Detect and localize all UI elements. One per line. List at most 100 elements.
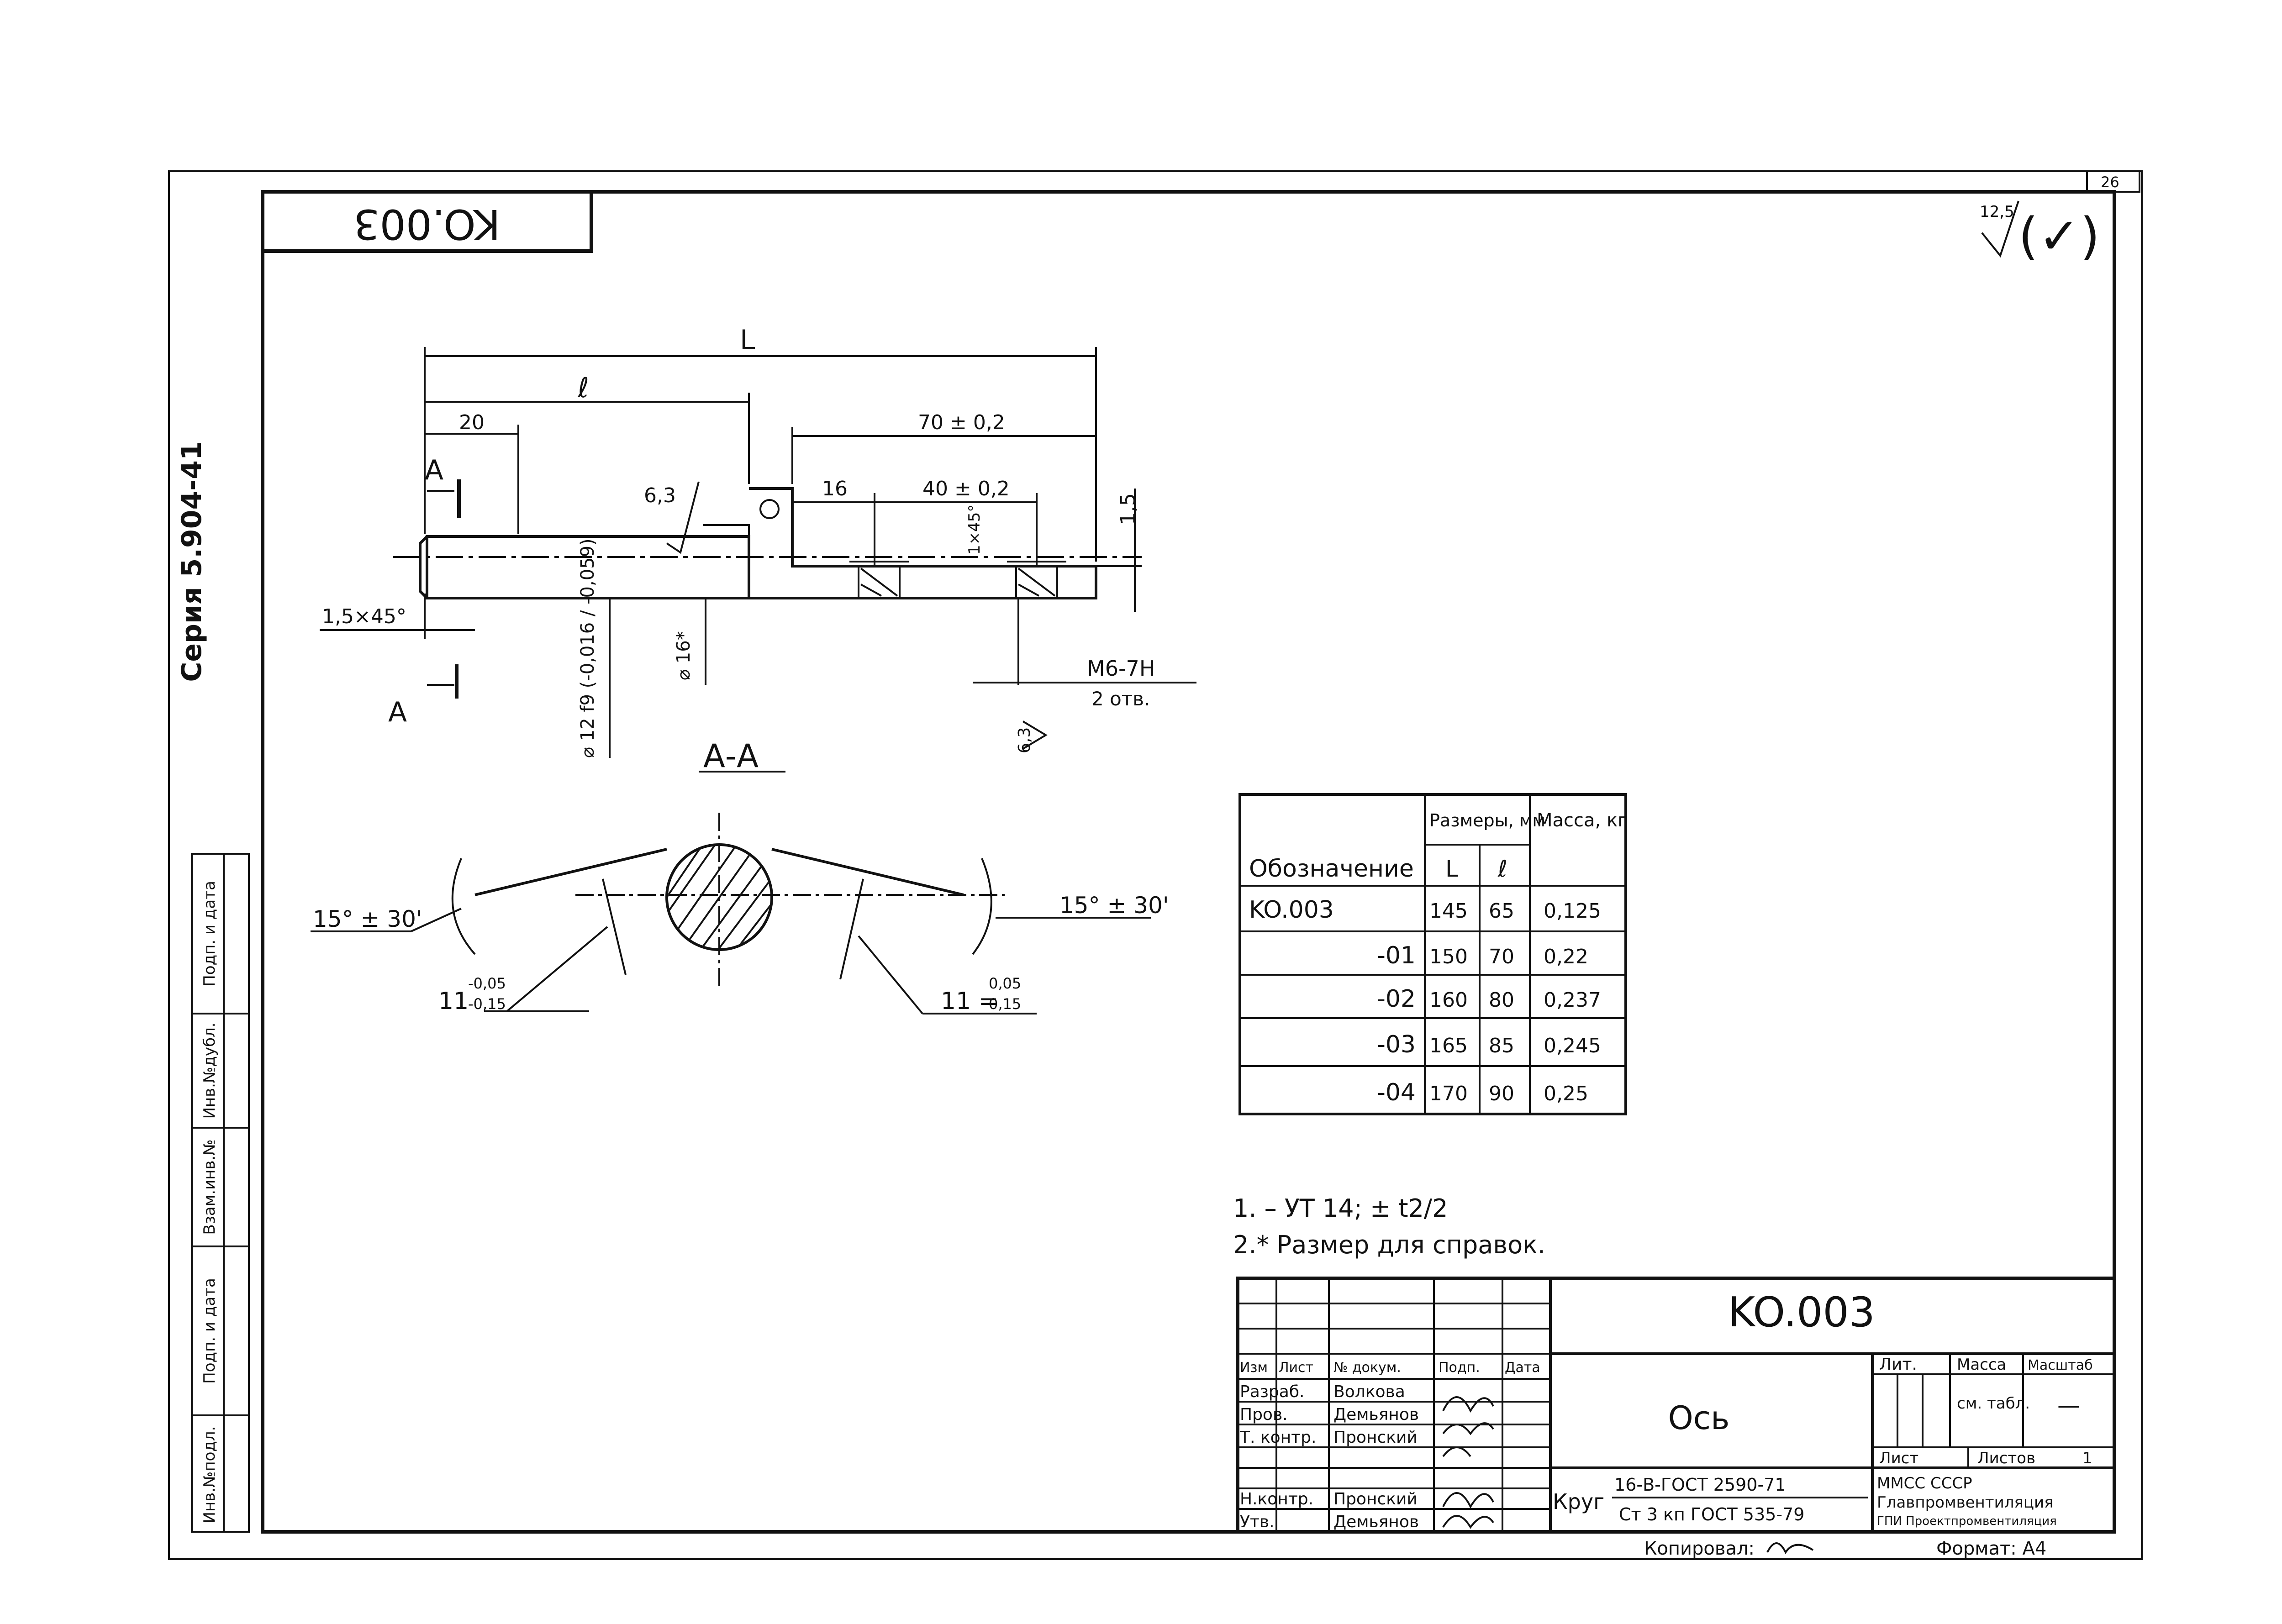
section-aa-title: А-А: [703, 737, 759, 775]
tb-org1: ММСС СССР: [1877, 1474, 1972, 1493]
tb-col-sign: Подп.: [1439, 1360, 1480, 1376]
roughness-value: 12,5: [1980, 203, 2014, 221]
signature-5: [1442, 1515, 1494, 1529]
tbl-row-L: 165: [1429, 1034, 1468, 1057]
tol-left-base: 11: [438, 988, 469, 1015]
section-circle: [665, 843, 773, 951]
tb-mass-value: см. табл.: [1957, 1394, 2030, 1413]
perp-symbol: [759, 499, 780, 519]
tbl-row-designation: KO.003: [1249, 896, 1334, 924]
section-aa: А-А 15° ± 30' 15° ± 30': [311, 737, 1169, 1015]
tbl-row-L: 150: [1429, 945, 1468, 968]
dim-thread: M6-7H: [1087, 656, 1155, 681]
dim-dia16: ⌀ 16*: [673, 631, 694, 680]
tbl-row-L: 160: [1429, 988, 1468, 1012]
roughness-general: (✓): [2018, 207, 2100, 265]
tb-scale-value: —: [2057, 1392, 2080, 1419]
tb-role: Пров.: [1240, 1405, 1288, 1424]
tbl-row-mass: 0,22: [1544, 945, 1588, 968]
dim-l: ℓ: [577, 372, 589, 404]
outer-border: [168, 170, 2143, 1560]
dim-70: 70 ± 0,2: [918, 411, 1005, 434]
tb-col-izm: Изм: [1240, 1360, 1268, 1376]
tbl-row-designation: -01: [1377, 942, 1416, 969]
tbl-row-l: 90: [1489, 1082, 1514, 1105]
tol-right-down: 0,15: [989, 995, 1021, 1013]
section-mark-a-bottom: А: [388, 696, 407, 728]
dim-chamfer: 1,5×45°: [322, 605, 406, 628]
dim-L: L: [740, 324, 755, 356]
dim-1-5: 1,5: [1117, 493, 1140, 525]
tb-role: Утв.: [1240, 1513, 1275, 1531]
tb-col-date: Дата: [1505, 1360, 1540, 1376]
tbl-row-mass: 0,245: [1544, 1034, 1601, 1057]
tb-role: Разраб.: [1240, 1382, 1304, 1401]
tb-person: Пронский: [1333, 1490, 1418, 1508]
tbl-row-designation: -03: [1377, 1031, 1416, 1058]
tbl-row-designation: -02: [1377, 985, 1416, 1013]
dim-1x45: 1×45°: [965, 505, 984, 555]
signature-3: [1442, 1446, 1471, 1457]
tbl-header-L: L: [1445, 856, 1458, 882]
signature-1: [1442, 1396, 1494, 1413]
tbl-row-mass: 0,125: [1544, 899, 1601, 923]
tbl-row-l: 65: [1489, 899, 1514, 923]
tbl-row-L: 170: [1429, 1082, 1468, 1105]
dim-40: 40 ± 0,2: [922, 477, 1010, 500]
field-inv-dup: Инв.№дубл.: [200, 1022, 219, 1119]
dim-dia12: ⌀ 12 f9 (-0,016 / -0,059): [577, 538, 598, 758]
side-strip: Серия 5.904-41 Инв.№подл. Подп. и дата В…: [176, 441, 250, 1533]
tbl-row-l: 70: [1489, 945, 1514, 968]
variants-table: Обозначение Размеры, мм L ℓ Масса, кг KO…: [1238, 793, 1627, 1115]
dim-rough-63a: 6,3: [644, 484, 676, 507]
tb-name: Ось: [1668, 1399, 1730, 1437]
tb-scale-label: Масштаб: [2028, 1357, 2093, 1373]
inner-frame: [261, 190, 2116, 1534]
tbl-row-designation: -04: [1377, 1079, 1416, 1106]
tb-sheets-value: 1: [2082, 1449, 2092, 1467]
title-block: Изм Лист № докум. Подп. Дата Разраб. Вол…: [1236, 1277, 2116, 1534]
tb-lit-label: Лит.: [1879, 1355, 1917, 1374]
sheet-number: 26: [2101, 173, 2119, 191]
tb-person: Волкова: [1333, 1382, 1405, 1401]
top-stamp-box: [261, 190, 593, 253]
threaded-hole-1: [849, 561, 909, 599]
tb-role: Т. контр.: [1239, 1428, 1316, 1447]
tbl-row-l: 80: [1489, 988, 1514, 1012]
tbl-row-l: 85: [1489, 1034, 1514, 1057]
tb-col-list: Лист: [1279, 1360, 1313, 1376]
tol-left-up: -0,05: [468, 975, 506, 992]
top-stamp-code: KO.003: [353, 200, 501, 248]
tb-sheet-label: Лист: [1879, 1449, 1918, 1467]
dim-rough-63b: 6,3: [1015, 727, 1034, 753]
note-1: 1. – УТ 14; ± t2/2: [1233, 1194, 1448, 1223]
angle-right: 15° ± 30': [1059, 892, 1169, 919]
tb-person: Пронский: [1333, 1428, 1418, 1447]
dim-20: 20: [459, 411, 485, 434]
dim-holes: 2 отв.: [1091, 688, 1150, 710]
note-2: 2.* Размер для справок.: [1233, 1230, 1545, 1259]
roughness-symbol: 12,5 (✓): [1980, 200, 2100, 265]
shaft-body: [749, 487, 1097, 599]
tb-material-prefix: Круг: [1553, 1489, 1604, 1514]
signature-2: [1442, 1422, 1494, 1435]
field-inv-orig: Инв.№подл.: [200, 1426, 219, 1524]
tb-col-doc: № докум.: [1333, 1360, 1401, 1376]
footer-copied: Копировал:: [1644, 1538, 1755, 1559]
field-sign-date-2: Подп. и дата: [200, 881, 219, 987]
tbl-header-l: ℓ: [1497, 856, 1507, 882]
tbl-header-designation: Обозначение: [1249, 855, 1414, 883]
tb-org3: ГПИ Проектпромвентиляция: [1877, 1514, 2057, 1528]
tb-mass-label: Масса: [1957, 1356, 2006, 1374]
tb-code: KO.003: [1728, 1288, 1875, 1336]
tb-person: Демьянов: [1333, 1405, 1419, 1424]
field-replace-inv: Взам.инв.№: [200, 1139, 219, 1235]
tb-material-top: 16-В-ГОСТ 2590-71: [1614, 1475, 1786, 1495]
dim-16: 16: [822, 477, 848, 500]
tol-left-down: -0,15: [468, 995, 506, 1013]
signature-4: [1442, 1492, 1494, 1509]
tol-right-base: 11 =: [941, 988, 998, 1015]
tbl-row-mass: 0,237: [1544, 988, 1601, 1012]
tb-sheets-label: Листов: [1977, 1449, 2035, 1467]
